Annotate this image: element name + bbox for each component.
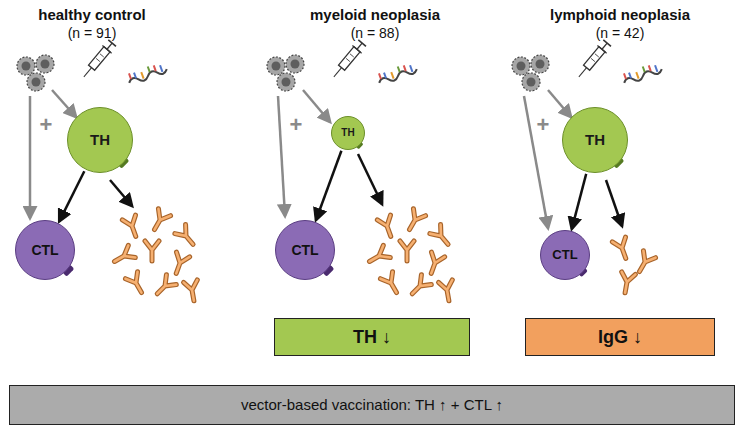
plus-sign: + [537,112,550,137]
virus-icon [267,55,304,91]
antibody-cluster [111,209,201,302]
cytotoxic-t-cell: CTL [15,220,75,280]
help-arrow [358,154,382,204]
activation-arrow [316,151,341,220]
cytotoxic-t-cell: CTL [540,230,590,280]
node-text: CTL [31,242,58,258]
node-text: TH [341,127,354,139]
node-text: TH ↓ [353,327,391,348]
antibody-cluster [366,209,456,302]
helper-t-cell: TH [331,116,365,150]
helper-t-cell: TH [67,107,133,173]
plus-sign: + [290,112,303,137]
column-heading: lymphoid neoplasia [550,6,690,23]
summary-band: vector-based vaccination: TH ↑ + CTL ↑ [9,385,735,425]
rna-icon [621,61,663,86]
syringe-icon [79,39,116,80]
activation-arrow [59,171,84,221]
node-text: IgG ↓ [598,327,642,348]
antibody-cluster [612,237,655,294]
plus-sign: + [40,112,53,137]
stimulus-arrow [278,96,285,216]
help-arrow [110,180,132,206]
sample-size: (n = 42) [596,25,645,41]
finding-box: IgG ↓ [525,318,715,356]
finding-box: TH ↓ [274,318,470,356]
stimulus-arrow [52,90,76,117]
stimulus-arrow [303,90,330,122]
stimulus-arrow [548,90,571,117]
rna-icon [126,61,168,86]
virus-icon [512,55,549,91]
helper-t-cell: TH [562,107,628,173]
virus-icon [17,55,54,91]
column-heading: healthy control [38,6,146,23]
syringe-icon [329,39,366,80]
node-text: TH [585,131,605,148]
node-text: CTL [552,248,577,263]
help-arrow [606,180,622,226]
sample-size: (n = 88) [351,25,400,41]
node-text: vector-based vaccination: TH ↑ + CTL ↑ [241,396,503,413]
activation-arrow [572,174,586,229]
stimulus-arrow [29,96,32,218]
cytotoxic-t-cell: CTL [275,220,335,280]
rna-icon [376,61,418,86]
column-heading: myeloid neoplasia [310,6,440,23]
syringe-icon [574,39,611,80]
node-text: CTL [291,242,318,258]
sample-size: (n = 91) [68,25,117,41]
node-text: TH [90,131,110,148]
